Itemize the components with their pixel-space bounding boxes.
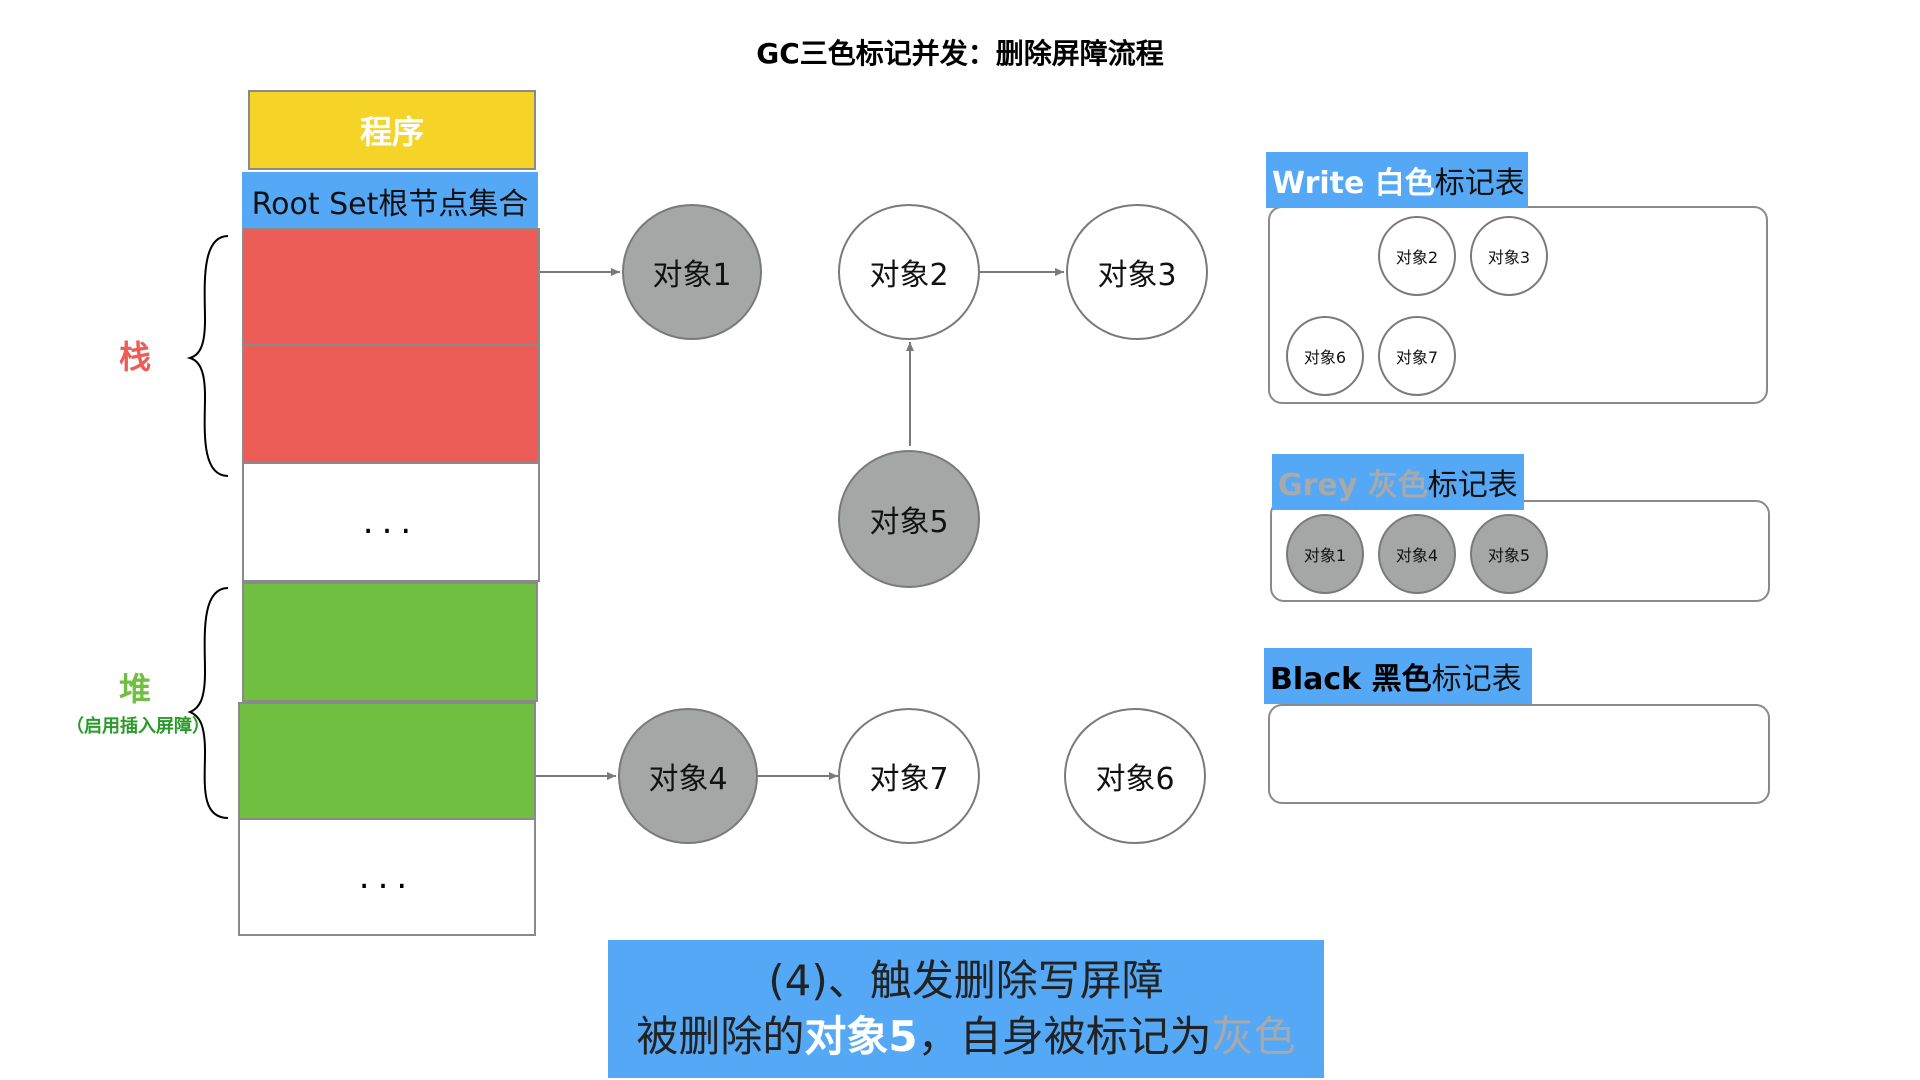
- node-obj1: 对象1: [622, 204, 762, 340]
- heap-brace: [187, 587, 229, 819]
- caption-line-2-middle: ，自身被标记为: [917, 1012, 1212, 1061]
- node-obj3: 对象3: [1066, 204, 1208, 340]
- node-obj2: 对象2: [838, 204, 980, 340]
- root-set-label: Root Set根节点集合: [242, 172, 538, 230]
- heap-ellipsis: ...: [238, 818, 536, 936]
- node-obj6: 对象6: [1064, 708, 1206, 844]
- grey-table-title-highlight: Grey 灰色: [1278, 468, 1428, 503]
- node-obj7: 对象7: [838, 708, 980, 844]
- white-table-title-suffix: 标记表: [1434, 166, 1525, 201]
- caption-line-2: 被删除的对象5，自身被标记为灰色: [636, 1009, 1295, 1065]
- white-table-title-highlight: Write 白色: [1272, 166, 1435, 201]
- caption-line-2-grey: 灰色: [1211, 1012, 1296, 1061]
- caption-line-2-highlight: 对象5: [804, 1012, 918, 1061]
- black-table-title-highlight: Black 黑色: [1270, 662, 1432, 697]
- heap-label: 堆: [118, 670, 151, 708]
- step-caption: (4)、触发删除写屏障 被删除的对象5，自身被标记为灰色: [608, 940, 1324, 1078]
- black-table-title-suffix: 标记表: [1431, 662, 1522, 697]
- heap-frame: [238, 702, 536, 820]
- grey-table-item: 对象5: [1470, 514, 1548, 594]
- diagram-title: GC三色标记并发：删除屏障流程: [756, 37, 1164, 70]
- program-box: 程序: [248, 90, 536, 170]
- grey-table-title: Grey 灰色标记表: [1272, 454, 1524, 510]
- node-obj5: 对象5: [838, 450, 980, 588]
- node-obj4: 对象4: [618, 708, 758, 844]
- heap-frame: [242, 582, 538, 702]
- white-table-item: 对象3: [1470, 216, 1548, 296]
- grey-table-item: 对象4: [1378, 514, 1456, 594]
- stack-frame: [242, 228, 540, 346]
- stack-frame: [242, 344, 540, 464]
- grey-table-title-suffix: 标记表: [1427, 468, 1518, 503]
- caption-line-2-prefix: 被删除的: [636, 1012, 805, 1061]
- grey-table-item: 对象1: [1286, 514, 1364, 594]
- white-table-title: Write 白色标记表: [1266, 152, 1528, 208]
- black-table-box: [1268, 704, 1770, 804]
- white-table-item: 对象2: [1378, 216, 1456, 296]
- white-table-item: 对象7: [1378, 316, 1456, 396]
- stack-label: 栈: [118, 338, 151, 376]
- black-table-title: Black 黑色标记表: [1264, 648, 1532, 704]
- stack-brace: [186, 235, 229, 477]
- white-table-item: 对象6: [1286, 316, 1364, 396]
- stack-ellipsis: ...: [242, 462, 540, 582]
- caption-line-1: (4)、触发删除写屏障: [768, 956, 1164, 1005]
- heap-sublabel: （启用插入屏障）: [66, 716, 210, 737]
